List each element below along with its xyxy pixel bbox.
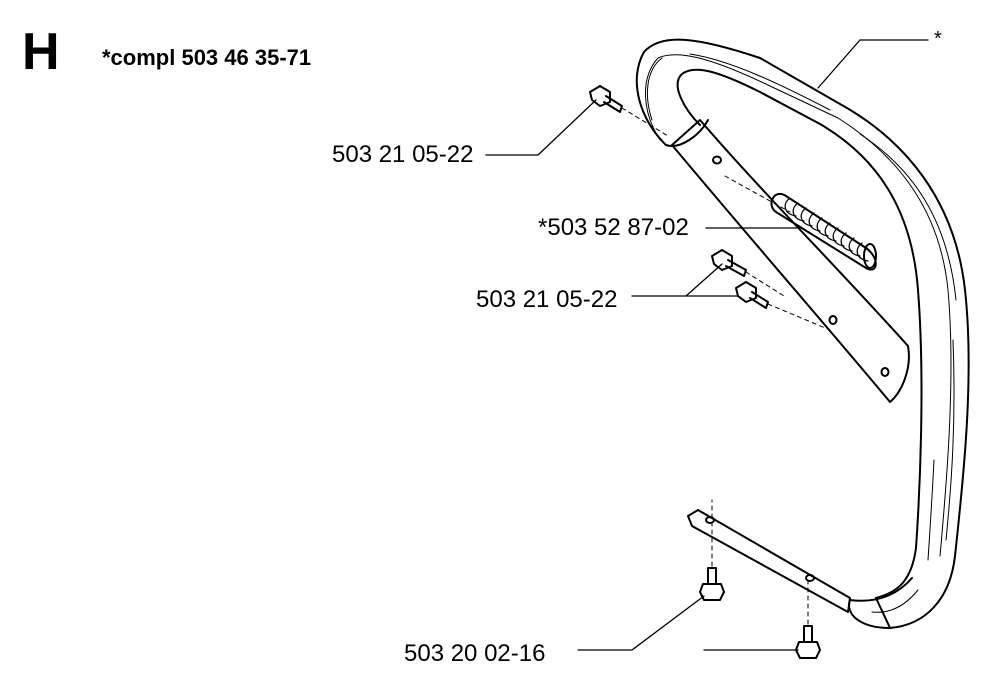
callout-screw-top: 503 21 05-22: [332, 141, 474, 168]
handle-lower-end: [850, 578, 912, 628]
grip-sleeve-ribs: [785, 198, 868, 261]
handle-shading-3: [690, 54, 934, 560]
screw-middle-2: [736, 282, 768, 308]
screw-top: [590, 86, 622, 112]
callout-grip-sleeve: *503 52 87-02: [538, 214, 689, 241]
lower-bracket-hole-2: [806, 575, 814, 581]
handle-inner-contour: [678, 70, 922, 598]
assembly-marker-label: *: [934, 28, 942, 50]
upper-mounting-bracket: [672, 120, 909, 402]
callout-screws-middle: 503 21 05-22: [476, 286, 618, 313]
handle-lower-shading: [872, 590, 918, 612]
handle-upper-end: [666, 120, 708, 146]
lower-bracket-hole-1: [706, 517, 714, 523]
bracket-hole-1: [713, 157, 721, 164]
bracket-hole-2: [830, 316, 837, 324]
handle-shading-1: [645, 55, 951, 556]
handle-outer-contour: [637, 40, 969, 628]
section-letter: H: [22, 23, 60, 81]
screw-bottom-1: [700, 568, 724, 600]
callout-screws-bottom: 503 20 02-16: [404, 640, 546, 667]
screw-bottom-2: [796, 626, 820, 658]
lower-mounting-bracket: [688, 510, 850, 612]
grip-sleeve-body: [771, 194, 875, 270]
assembly-alignment-lines: [622, 108, 830, 624]
bracket-hole-3: [882, 368, 889, 376]
screw-middle-1: [712, 250, 746, 276]
handle-shading-2: [647, 58, 956, 540]
assembly-part-number: *compl 503 46 35-71: [102, 45, 312, 70]
grip-sleeve-end: [864, 244, 876, 268]
callout-leader-lines: [486, 40, 928, 650]
